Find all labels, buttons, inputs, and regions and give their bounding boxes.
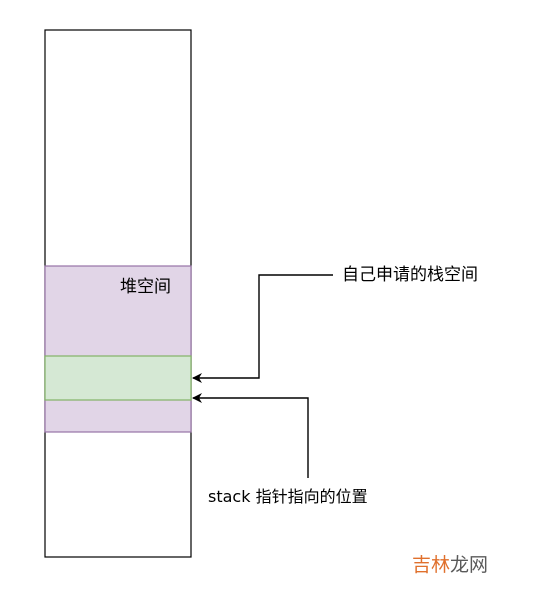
alloc-arrow xyxy=(192,274,333,383)
heap-space-label: 堆空间 xyxy=(120,277,171,297)
self-allocated-stack-label: 自己申请的栈空间 xyxy=(342,265,478,285)
watermark-logo: 吉林龙网 xyxy=(412,556,488,575)
stack-region xyxy=(44,355,192,401)
watermark-part-2: 龙网 xyxy=(450,554,489,576)
sp-arrow xyxy=(192,393,309,478)
stack-pointer-label: stack 指针指向的位置 xyxy=(208,487,368,506)
watermark-part-1: 吉林 xyxy=(412,554,451,576)
heap-region xyxy=(44,265,192,433)
